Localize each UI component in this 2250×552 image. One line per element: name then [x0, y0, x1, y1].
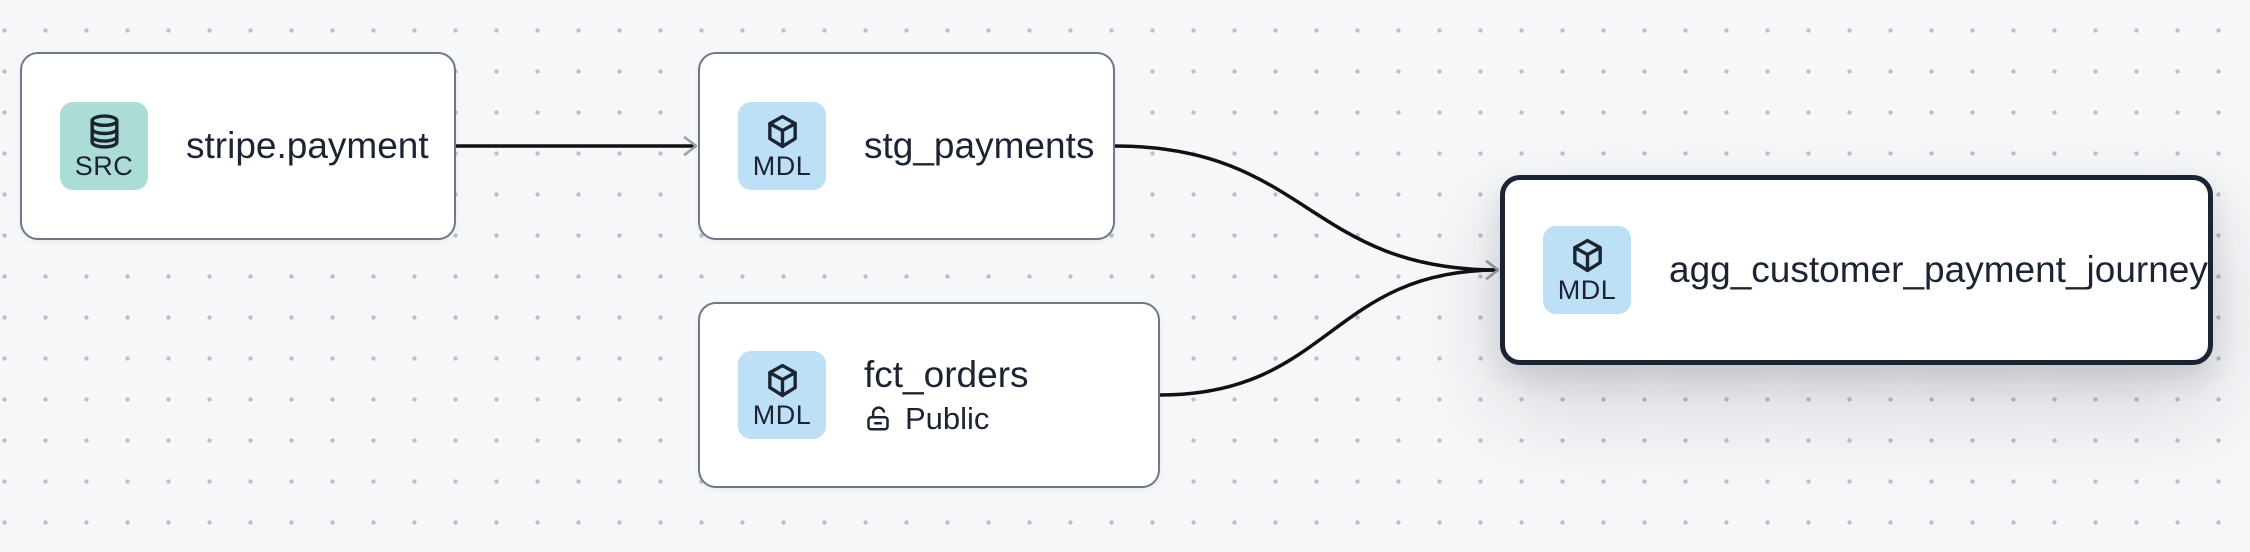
badge-label: MDL — [752, 399, 812, 430]
edge-fct_orders-to-agg_customer_payment_journey — [1159, 260, 1500, 397]
node-text: fct_orders Public — [864, 354, 1029, 436]
cube-icon — [1572, 238, 1602, 272]
node-stg-payments[interactable]: MDL stg_payments — [698, 52, 1115, 240]
badge-label: SRC — [74, 150, 134, 181]
database-icon — [89, 113, 119, 149]
access-row: Public — [864, 400, 1029, 436]
badge-label: MDL — [752, 150, 812, 181]
cube-icon — [767, 114, 797, 148]
edge-stg_payments-to-agg_customer_payment_journey — [1114, 144, 1500, 280]
unlock-icon — [867, 406, 889, 431]
node-title: stripe.payment — [186, 124, 429, 166]
node-text: agg_customer_payment_journey — [1669, 248, 2208, 292]
node-text: stripe.payment — [186, 125, 429, 168]
node-title: fct_orders — [864, 354, 1029, 396]
cube-icon — [767, 363, 797, 397]
node-text: stg_payments — [864, 125, 1094, 168]
mdl-badge: MDL — [1543, 226, 1631, 314]
node-stripe-payment[interactable]: SRC stripe.payment — [20, 52, 456, 240]
badge-label: MDL — [1557, 274, 1617, 305]
access-label: Public — [905, 400, 990, 436]
node-title: agg_customer_payment_journey — [1669, 248, 2208, 290]
node-agg-customer-payment-journey[interactable]: MDL agg_customer_payment_journey — [1500, 175, 2213, 365]
src-badge: SRC — [60, 102, 148, 190]
node-title: stg_payments — [864, 124, 1095, 166]
mdl-badge: MDL — [738, 351, 826, 439]
mdl-badge: MDL — [738, 102, 826, 190]
node-fct-orders[interactable]: MDL fct_orders Public — [698, 302, 1160, 488]
